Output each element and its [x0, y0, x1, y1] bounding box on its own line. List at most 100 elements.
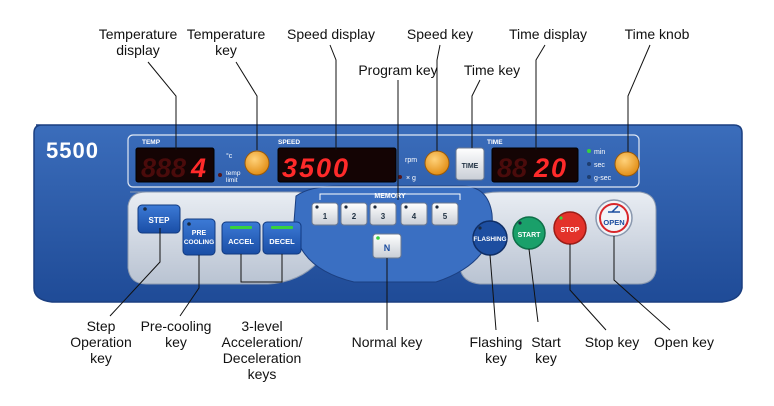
xg-led — [398, 175, 402, 179]
label-line: Start — [531, 334, 561, 350]
speed-key[interactable] — [424, 150, 450, 176]
gsec-led — [587, 175, 591, 179]
memory-button-3[interactable]: 3 — [369, 202, 397, 226]
svg-text:PRE: PRE — [192, 230, 207, 237]
time-knob[interactable] — [614, 151, 640, 177]
label-line: Flashing — [469, 334, 523, 350]
svg-text:FLASHING: FLASHING — [473, 236, 506, 243]
label-line: key — [485, 350, 507, 366]
memory-label: MEMORY — [374, 193, 406, 200]
svg-text:3: 3 — [381, 212, 386, 221]
speed-section-label: SPEED — [278, 139, 300, 146]
label-line: key — [165, 334, 187, 350]
label-program-key: Program key — [346, 62, 450, 78]
svg-text:1: 1 — [323, 212, 328, 221]
label-line: Pre-cooling — [140, 318, 212, 334]
label-line: key — [90, 350, 112, 366]
precooling-key[interactable]: PRE COOLING — [182, 218, 216, 256]
svg-text:ACCEL: ACCEL — [228, 237, 254, 246]
open-key[interactable]: OPEN — [595, 199, 633, 237]
memory-button-5[interactable]: 5 — [431, 202, 459, 226]
label-start-key: Start key — [518, 334, 574, 366]
label-line: Acceleration/ — [221, 334, 303, 350]
min-led — [587, 149, 591, 153]
svg-text:STOP: STOP — [561, 227, 580, 234]
label-flashing-key: Flashing key — [458, 334, 534, 366]
unit-gsec: g-sec — [594, 175, 612, 182]
svg-text:DECEL: DECEL — [269, 237, 295, 246]
label-open-key: Open key — [646, 334, 722, 350]
memory-button-2[interactable]: 2 — [340, 202, 368, 226]
time-ghost-digits: 88 — [497, 153, 527, 183]
svg-text:OPEN: OPEN — [603, 218, 624, 227]
label-line: Temperature — [186, 26, 266, 42]
label-line: keys — [247, 366, 277, 382]
memory-button-1[interactable]: 1 — [311, 202, 339, 226]
label-speed-display: Speed display — [276, 26, 386, 42]
temperature-key[interactable] — [244, 150, 270, 176]
label-line: Normal key — [351, 334, 423, 350]
temp-section-label: TEMP — [142, 139, 161, 146]
label-line: Speed key — [406, 26, 474, 42]
svg-text:COOLING: COOLING — [184, 239, 214, 246]
temp-limit-label-2: limit — [226, 177, 238, 184]
memory-button-4[interactable]: 4 — [400, 202, 428, 226]
svg-text:5: 5 — [443, 212, 448, 221]
label-time-key: Time key — [452, 62, 532, 78]
accel-key[interactable]: ACCEL — [221, 221, 261, 255]
label-line: Deceleration — [222, 350, 302, 366]
memory-bracket — [319, 193, 461, 200]
speed-display — [277, 147, 397, 183]
unit-celsius: °c — [226, 152, 233, 160]
lid-open-icon — [608, 205, 620, 213]
label-line: key — [535, 350, 557, 366]
model-number: 5500 — [46, 138, 99, 163]
flashing-key[interactable]: FLASHING — [472, 220, 508, 256]
label-temperature-display: Temperature display — [88, 26, 188, 58]
svg-text:N: N — [384, 243, 391, 253]
svg-text:4: 4 — [412, 212, 417, 221]
unit-rpm: rpm — [405, 157, 417, 164]
speed-value: 3500 — [282, 153, 350, 183]
label-line: Program key — [358, 62, 438, 78]
time-key[interactable]: TIME — [455, 147, 485, 181]
label-accel-decel-keys: 3-level Acceleration/ Deceleration keys — [212, 318, 312, 382]
label-line: Step — [86, 318, 116, 334]
svg-text:START: START — [518, 232, 542, 239]
label-temperature-key: Temperature key — [176, 26, 276, 58]
label-line: Open key — [654, 334, 714, 350]
svg-text:STEP: STEP — [149, 216, 171, 225]
label-line: display — [116, 42, 160, 58]
label-line: Time key — [463, 62, 521, 78]
temp-ghost-digits: 888 — [141, 153, 186, 183]
label-speed-key: Speed key — [392, 26, 488, 42]
label-line: 3-level — [241, 318, 283, 334]
decel-key[interactable]: DECEL — [262, 221, 302, 255]
time-value: 20 — [533, 153, 568, 183]
label-line: Stop key — [584, 334, 640, 350]
time-section-label: TIME — [487, 139, 503, 146]
label-step-operation-key: Step Operation key — [56, 318, 146, 366]
start-key[interactable]: START — [512, 216, 546, 250]
label-line: Time display — [508, 26, 588, 42]
stop-key[interactable]: STOP — [553, 211, 587, 245]
normal-key[interactable]: N — [372, 233, 402, 259]
step-operation-key[interactable]: STEP — [137, 204, 181, 234]
sec-led — [587, 162, 591, 166]
svg-text:2: 2 — [352, 212, 357, 221]
temp-limit-label-1: temp — [226, 170, 241, 177]
label-time-display: Time display — [496, 26, 600, 42]
label-line: Speed display — [287, 26, 375, 42]
label-line: Temperature — [98, 26, 178, 42]
label-normal-key: Normal key — [340, 334, 434, 350]
label-time-knob: Time knob — [612, 26, 702, 42]
label-precooling-key: Pre-cooling key — [128, 318, 224, 350]
unit-sec: sec — [594, 162, 605, 169]
unit-min: min — [594, 149, 605, 156]
label-line: Time knob — [624, 26, 690, 42]
label-stop-key: Stop key — [574, 334, 650, 350]
label-line: key — [215, 42, 237, 58]
time-display — [491, 147, 579, 183]
temp-limit-led — [218, 173, 222, 177]
